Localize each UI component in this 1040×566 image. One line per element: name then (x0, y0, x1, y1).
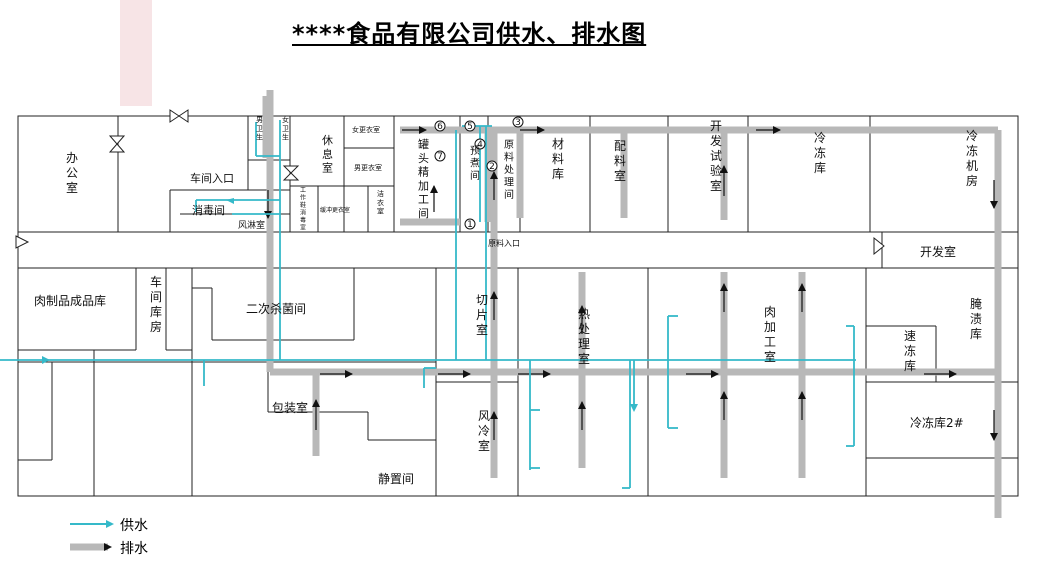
room-meat-store: 肉制品成品库 (34, 293, 106, 308)
room-cold-store: 冷冻库 (814, 131, 826, 175)
page-title: ****食品有限公司供水、排水图 (292, 20, 647, 48)
drain-pipes (262, 90, 1002, 518)
walls (17, 115, 1019, 497)
room-toilet-m: 男卫生 (256, 116, 263, 142)
drain-arrows (264, 126, 998, 441)
room-rest: 休息室 (322, 134, 333, 175)
room-batching: 配料室 (614, 139, 626, 183)
room-packing: 包装室 (272, 400, 308, 415)
svg-text:5: 5 (467, 122, 473, 132)
room-toilet-f: 女卫生 (282, 115, 289, 142)
svg-text:1: 1 (467, 220, 473, 230)
supply-pipes (0, 120, 856, 489)
room-can-processing: 罐头精加工间 (418, 138, 429, 220)
valve-icons (15, 109, 885, 256)
room-slicing: 切片室 (476, 293, 488, 337)
room-sterilize: 二次杀菌间 (246, 301, 306, 316)
room-pickling: 腌渍库 (970, 297, 982, 341)
valve-icon (169, 109, 189, 123)
room-meat-processing: 肉加工室 (764, 305, 776, 364)
svg-text:2: 2 (489, 162, 495, 172)
room-raw-processing: 原料处理间 (504, 139, 514, 201)
room-material: 材料库 (552, 137, 564, 181)
valve-icon (108, 135, 126, 153)
room-aux-change: 缓冲更衣室 (320, 206, 350, 214)
valve-icon (873, 236, 885, 256)
room-office: 办公室 (66, 150, 78, 195)
room-heat-treat: 热处理室 (578, 307, 590, 366)
legend (70, 520, 114, 551)
legend-drain-label: 排水 (120, 541, 148, 557)
room-precook: 预煮间 (470, 145, 480, 182)
room-disinfect: 消毒间 (192, 203, 225, 217)
svg-text:6: 6 (437, 122, 443, 132)
room-labels: 办公室 车间入口 男卫生 女卫生 休息室 女更衣室 男更衣室 工作鞋消毒室 缓冲… (34, 115, 982, 486)
room-standing: 静置间 (378, 472, 414, 486)
room-raw-entry: 原料入口 (488, 238, 520, 248)
room-lab: 开发试验室 (710, 119, 722, 193)
valve-numbers: 1 2 3 4 5 6 7 (434, 116, 524, 230)
valve-icon (15, 235, 30, 249)
room-air-cool: 风冷室 (478, 409, 490, 453)
room-workshop-entry: 车间入口 (190, 171, 234, 185)
svg-text:4: 4 (477, 140, 483, 150)
room-clean-clothes: 洁衣室 (377, 189, 384, 216)
room-shop-store: 车间库房 (150, 274, 162, 334)
svg-text:7: 7 (437, 152, 443, 162)
room-locker-f: 女更衣室 (352, 125, 380, 134)
room-quick-freeze: 速冻库 (904, 329, 916, 373)
supply-arrows (42, 198, 638, 412)
highlight-strip (120, 0, 152, 106)
room-cold-store2: 冷冻库2# (910, 415, 964, 430)
room-cold-machine: 冷冻机房 (966, 129, 978, 188)
room-locker-m: 男更衣室 (354, 163, 382, 172)
valve-icon (282, 165, 300, 181)
room-dev: 开发室 (920, 244, 956, 259)
room-boots: 工作鞋消毒室 (300, 187, 306, 232)
room-shower: 风淋室 (238, 219, 265, 231)
legend-supply-label: 供水 (120, 518, 148, 534)
svg-text:3: 3 (515, 118, 521, 128)
